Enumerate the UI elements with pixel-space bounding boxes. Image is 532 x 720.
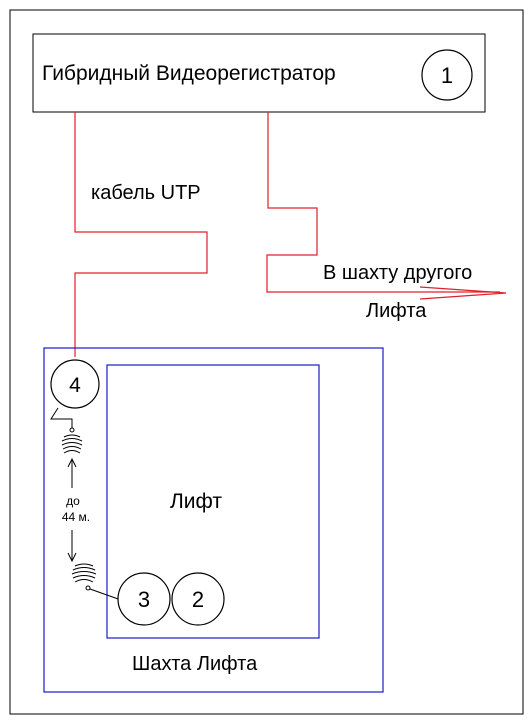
wireless-antenna-bottom <box>71 563 122 601</box>
node-3-number: 3 <box>138 587 150 612</box>
elevator-label: Лифт <box>170 490 222 513</box>
cable-label: кабель UTP <box>91 182 201 204</box>
recorder-title: Гибридный Видеорегистратор <box>42 62 336 85</box>
distance-label-line2: 44 м. <box>62 510 90 524</box>
shaft-label: Шахта Лифта <box>132 653 258 675</box>
wireless-antenna-top <box>50 407 83 454</box>
elevator-car <box>106 364 320 639</box>
recorder-number: 1 <box>441 63 453 88</box>
other-shaft-label-line1: В шахту другого <box>323 262 472 284</box>
page-frame <box>9 9 524 715</box>
recorder-box: Гибридный Видеорегистратор 1 <box>32 33 486 113</box>
elevator-shaft <box>43 347 384 693</box>
other-shaft-label-line2: Лифта <box>366 300 427 322</box>
utp-cable-line <box>74 112 208 357</box>
node-2-circle <box>171 572 225 626</box>
distance-label-line1: до <box>66 494 80 508</box>
node-3-circle <box>117 572 171 626</box>
node-2-number: 2 <box>192 587 204 612</box>
node-4-number: 4 <box>69 374 81 397</box>
recorder-number-circle <box>421 49 473 101</box>
distance-arrow <box>67 457 77 563</box>
other-shaft-cable-line <box>266 112 500 293</box>
node-4-circle <box>50 359 100 409</box>
other-shaft-arrow-head <box>419 286 507 300</box>
